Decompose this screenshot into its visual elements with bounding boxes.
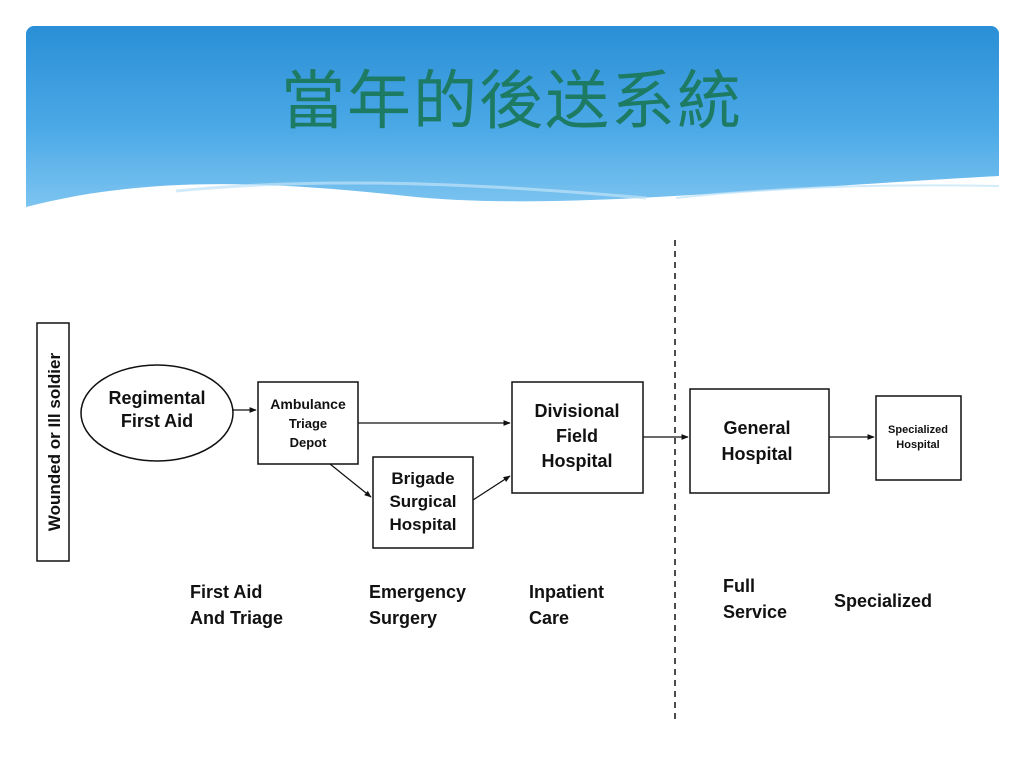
general-label-line2: Hospital xyxy=(721,444,792,464)
soldier-label: Wounded or Ill soldier xyxy=(45,353,64,532)
general-hospital-node: General Hospital xyxy=(689,388,830,494)
specialized-hospital-node: Specialized Hospital xyxy=(875,395,962,481)
divisional-label-line3: Hospital xyxy=(541,451,612,471)
arrow-ambulance-to-brigade xyxy=(329,463,372,498)
ambulance-label-line2: Triage xyxy=(289,416,327,431)
stage-full-line1: Full xyxy=(723,576,755,596)
general-label-line1: General xyxy=(723,418,790,438)
ambulance-triage-depot-node: Ambulance Triage Depot xyxy=(257,381,359,465)
arrow-brigade-to-divisional xyxy=(472,475,511,501)
stage-inpatient-line1: Inpatient xyxy=(529,582,604,602)
regimental-label-line1: Regimental xyxy=(108,388,205,408)
stage-specialized-line1: Specialized xyxy=(834,591,932,611)
stage-specialized: Specialized xyxy=(834,591,932,611)
stage-emergency-line1: Emergency xyxy=(369,582,466,602)
specialized-label-line1: Specialized xyxy=(888,424,948,436)
divisional-label-line2: Field xyxy=(556,426,598,446)
header-banner xyxy=(26,26,999,207)
slide-title: 當年的後送系統 xyxy=(281,65,743,139)
header-wave-decoration xyxy=(26,176,999,207)
stage-first-aid-line2: And Triage xyxy=(190,608,283,628)
regimental-label-line2: First Aid xyxy=(121,411,193,431)
ambulance-label-line3: Depot xyxy=(290,435,328,450)
stage-emergency-surgery: Emergency Surgery xyxy=(369,582,466,628)
brigade-label-line3: Hospital xyxy=(389,515,456,534)
specialized-label-line2: Hospital xyxy=(896,439,939,451)
regimental-first-aid-node: Regimental First Aid xyxy=(80,364,234,462)
divisional-field-hospital-node: Divisional Field Hospital xyxy=(511,381,644,494)
brigade-surgical-hospital-node: Brigade Surgical Hospital xyxy=(372,456,474,549)
stage-emergency-line2: Surgery xyxy=(369,608,437,628)
stage-first-aid-triage: First Aid And Triage xyxy=(190,582,283,628)
stage-full-service: Full Service xyxy=(723,576,787,622)
brigade-label-line2: Surgical xyxy=(389,492,456,511)
ambulance-label-line1: Ambulance xyxy=(270,396,346,412)
divisional-label-line1: Divisional xyxy=(534,401,619,421)
stage-inpatient-care: Inpatient Care xyxy=(529,582,604,628)
stage-full-line2: Service xyxy=(723,602,787,622)
soldier-label-box: Wounded or Ill soldier xyxy=(36,322,70,562)
stage-first-aid-line1: First Aid xyxy=(190,582,262,602)
stage-inpatient-line2: Care xyxy=(529,608,569,628)
brigade-label-line1: Brigade xyxy=(391,469,454,488)
